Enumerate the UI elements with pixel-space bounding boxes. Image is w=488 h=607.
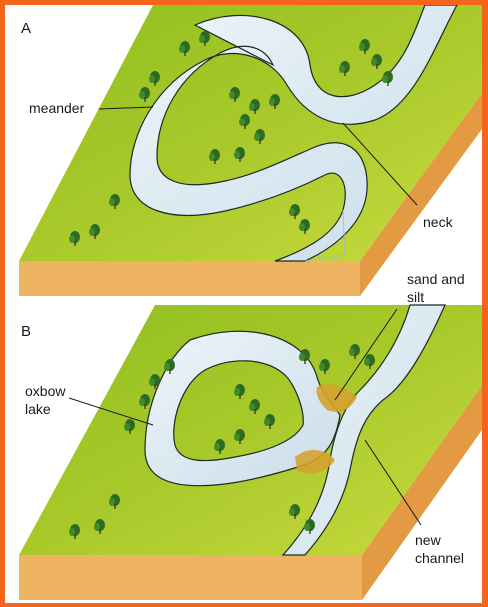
panel-b-soil-front [19,555,362,600]
meander-label: meander [29,100,85,116]
oxbow-lake-label-line2: lake [25,401,51,417]
panel-a-soil-front [19,261,360,296]
new-channel-label-line2: channel [415,550,464,566]
oxbow-lake-label-line1: oxbow [25,383,66,399]
sand-silt-label-line2: silt [407,289,424,305]
oxbow-diagram: A meander neck B [5,5,482,603]
panel-b: B oxbow lake sand and silt new channel [19,271,482,600]
neck-label: neck [423,214,454,230]
panel-a: A meander neck [19,5,482,296]
panel-b-letter: B [21,323,31,340]
panel-a-letter: A [21,20,31,37]
sand-silt-label-line1: sand and [407,271,465,287]
diagram-frame: A meander neck B [5,5,482,603]
new-channel-label-line1: new [415,532,442,548]
